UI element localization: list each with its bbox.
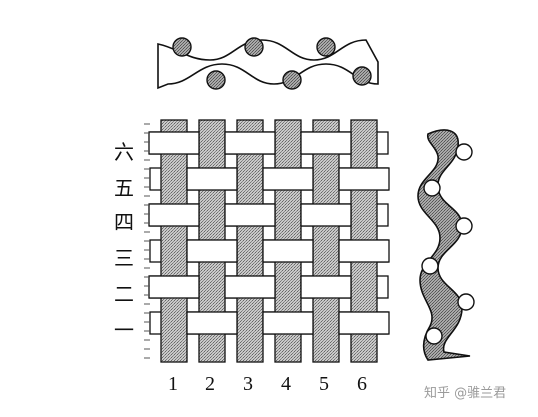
weft-over-segment xyxy=(224,203,276,227)
weft-over-segment xyxy=(186,239,238,263)
weft-cross-section xyxy=(157,37,379,90)
weft-over-segment xyxy=(148,203,200,227)
warp-dot-bottom xyxy=(206,70,226,90)
weft-over-segment xyxy=(338,167,390,191)
warp-thread-col-5 xyxy=(312,119,340,363)
row-label-3: 三 xyxy=(114,246,134,270)
weft-over-segment xyxy=(262,311,314,335)
warp-ribbon-side xyxy=(417,129,471,361)
weft-over-segment xyxy=(224,275,276,299)
warp-dot-top xyxy=(316,37,336,57)
row-label-1: 一 xyxy=(114,318,134,342)
row-label-2: 二 xyxy=(114,282,134,306)
weft-over-segment xyxy=(300,131,352,155)
weft-over-segment xyxy=(300,275,352,299)
warp-cross-section xyxy=(417,129,475,361)
weft-dot-side xyxy=(455,143,473,161)
weft-over-segment xyxy=(224,131,276,155)
column-label-2: 2 xyxy=(205,373,215,395)
column-label-3: 3 xyxy=(243,373,253,395)
row-label-6: 六 xyxy=(114,140,134,164)
row-label-4: 四 xyxy=(114,210,134,234)
weft-over-segment xyxy=(338,239,390,263)
column-label-5: 5 xyxy=(319,373,329,395)
weft-dot-side xyxy=(423,179,441,197)
warp-thread-col-3 xyxy=(236,119,264,363)
weft-over-segment xyxy=(262,239,314,263)
warp-dot-top xyxy=(244,37,264,57)
weft-dot-side xyxy=(421,257,439,275)
warp-dot-bottom xyxy=(282,70,302,90)
row-label-5: 五 xyxy=(114,176,134,200)
weft-over-segment xyxy=(262,167,314,191)
warp-dot-bottom xyxy=(352,66,372,86)
weft-over-segment xyxy=(186,167,238,191)
warp-dot-top xyxy=(172,37,192,57)
weft-over-segment xyxy=(338,311,390,335)
weft-dot-side xyxy=(425,327,443,345)
column-label-4: 4 xyxy=(281,373,291,395)
column-label-6: 6 xyxy=(357,373,367,395)
warp-thread-col-1 xyxy=(160,119,188,363)
weft-over-segment xyxy=(148,275,200,299)
weft-dot-side xyxy=(457,293,475,311)
column-label-1: 1 xyxy=(168,373,178,395)
weft-over-segment xyxy=(148,131,200,155)
watermark: 知乎 @骓兰君 xyxy=(424,386,507,401)
weft-dot-side xyxy=(455,217,473,235)
weft-over-segment xyxy=(186,311,238,335)
weft-over-segment xyxy=(300,203,352,227)
weave-grid xyxy=(144,119,390,363)
weft-ribbon-top xyxy=(157,39,379,90)
